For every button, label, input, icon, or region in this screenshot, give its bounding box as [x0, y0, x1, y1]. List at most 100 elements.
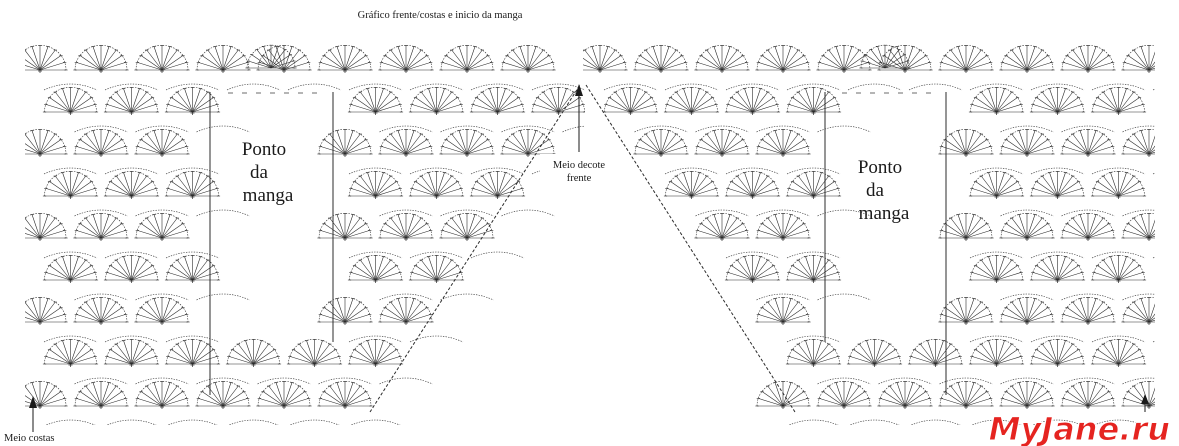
chain-arc — [788, 419, 839, 425]
fan-shell-stitch — [968, 171, 1025, 197]
plus-stitch — [781, 153, 785, 157]
plus-stitch — [811, 279, 816, 283]
fan-shell-stitch — [785, 255, 842, 281]
neck-outline — [369, 84, 796, 413]
fan-shell-stitch — [1121, 129, 1155, 155]
chain-arc — [196, 293, 250, 301]
fan-shell-stitch — [103, 255, 160, 281]
chain-arc — [167, 419, 218, 425]
plus-stitch — [373, 111, 378, 115]
chain-arc — [165, 83, 220, 91]
chain-arc — [603, 83, 658, 91]
chain-arc — [43, 83, 98, 91]
fan-shell-stitch — [583, 44, 628, 71]
fan-shell-stitch — [694, 213, 750, 239]
chain-arc — [287, 83, 342, 91]
chain-arc — [350, 419, 401, 425]
plus-stitch — [190, 279, 195, 283]
plus-stitch — [282, 69, 286, 73]
chain-arc — [379, 125, 433, 133]
plus-stitch — [1147, 69, 1151, 73]
plus-stitch — [38, 69, 42, 73]
chain-arc — [817, 377, 871, 385]
chain-arc — [817, 293, 871, 301]
plus-stitch — [598, 69, 602, 73]
plus-stitch — [190, 111, 195, 115]
plus-stitch — [720, 69, 724, 73]
fan-shell-stitch — [347, 87, 404, 113]
chain-arc — [45, 419, 96, 425]
plus-stitch — [38, 237, 42, 241]
plus-stitch — [251, 363, 256, 367]
fan-shell-stitch — [408, 255, 465, 281]
chain-arc — [562, 125, 585, 133]
fan-shell-stitch — [1090, 87, 1147, 113]
chain-arc — [196, 209, 250, 217]
fan-shell-stitch — [134, 380, 190, 407]
plus-stitch — [811, 195, 816, 199]
chain-arc — [664, 83, 719, 91]
plus-stitch — [221, 69, 225, 73]
fan-shell-stitch — [999, 296, 1055, 323]
chain-arc — [786, 167, 841, 175]
chain-arc — [409, 83, 464, 91]
plus-stitch — [465, 153, 469, 157]
chain-arc — [849, 419, 900, 425]
fan-shell-stitch — [968, 87, 1025, 113]
chain-arc — [1152, 340, 1155, 343]
plus-stitch — [465, 69, 469, 73]
plus-stitch — [434, 279, 439, 283]
plus-stitch — [689, 111, 694, 115]
fan-shell-stitch — [103, 338, 160, 365]
plus-stitch — [1086, 69, 1090, 73]
fan-shell-stitch — [1060, 296, 1116, 323]
plus-stitch — [99, 405, 103, 409]
sleeve-label-right-line1: Ponto — [858, 157, 902, 178]
sleeve-outlines — [209, 92, 947, 395]
chain-arc — [786, 251, 841, 259]
fan-shell-stitch — [1060, 44, 1116, 71]
plus-stitch — [404, 153, 408, 157]
plus-stitch — [781, 69, 785, 73]
fan-shell-stitch — [164, 87, 221, 113]
chain-arc — [969, 251, 1024, 259]
fan-shell-stitch — [195, 380, 251, 407]
chain-arc — [1030, 251, 1085, 259]
chain-arc — [470, 167, 525, 175]
fan-shell-stitch — [225, 338, 282, 365]
chain-arc — [74, 377, 128, 385]
plus-stitch — [811, 363, 816, 367]
chain-arc — [1091, 83, 1146, 91]
fan-shell-stitch — [1121, 44, 1155, 71]
plus-stitch — [373, 363, 378, 367]
fan-shell-stitch — [1090, 255, 1147, 281]
sleeve-label-right-line2: da — [866, 180, 885, 201]
fan-shell-stitch — [25, 296, 68, 323]
plus-stitch — [720, 153, 724, 157]
fan-shell-stitch — [245, 44, 297, 69]
plus-stitch — [811, 111, 816, 115]
chain-arc — [348, 335, 403, 343]
chain-arc — [165, 251, 220, 259]
plus-stitch — [221, 405, 225, 409]
plus-stitch — [373, 195, 378, 199]
sleeve-label-right-line3: manga — [859, 203, 910, 224]
chain-arc — [1000, 209, 1054, 217]
plus-stitch — [129, 279, 134, 283]
plus-stitch — [964, 153, 968, 157]
plus-stitch — [781, 237, 785, 241]
fan-shell-stitch — [1060, 129, 1116, 155]
fan-shell-stitch — [1060, 213, 1116, 239]
plus-stitch — [994, 111, 999, 115]
plus-stitch — [404, 321, 408, 325]
chain-arc — [971, 419, 1022, 425]
chain-arc — [409, 167, 464, 175]
chain-arc — [1000, 125, 1054, 133]
fan-shell-stitch — [134, 213, 190, 239]
plus-stitch — [750, 195, 755, 199]
plus-stitch — [343, 69, 347, 73]
plus-stitch — [659, 69, 663, 73]
back-label: Meio costas — [4, 433, 54, 444]
chain-arc — [74, 125, 128, 133]
fan-shell-stitch — [1121, 296, 1155, 323]
